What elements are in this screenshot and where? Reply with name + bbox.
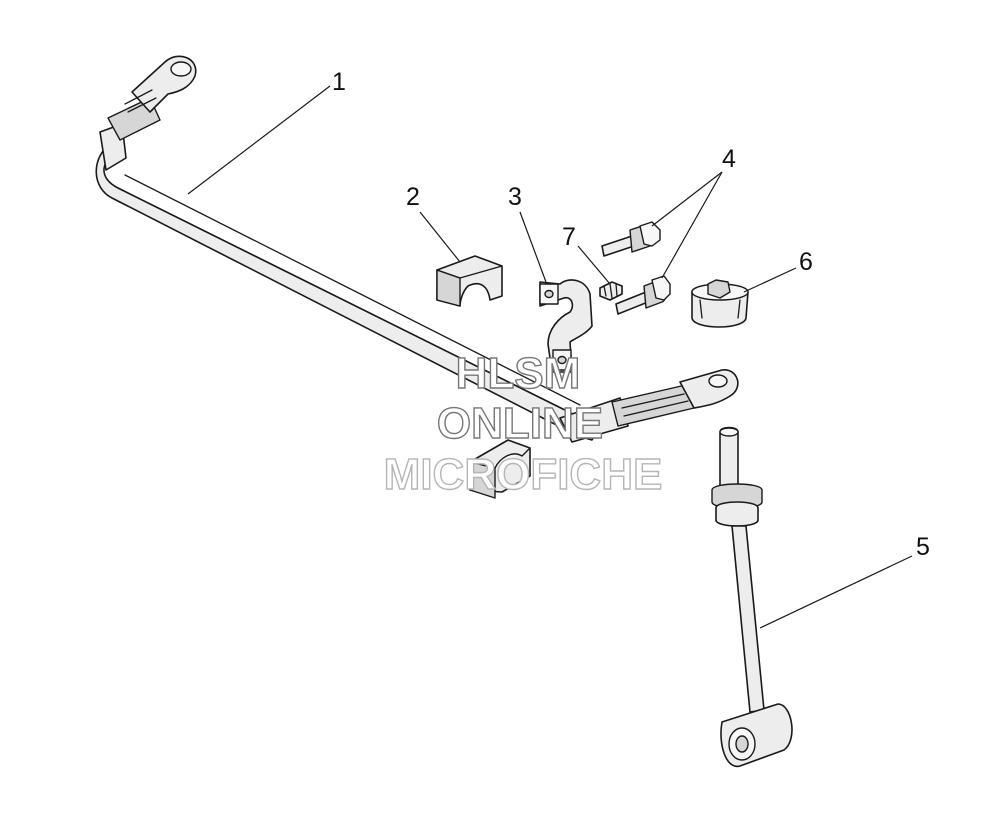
bushing-lower <box>469 439 531 499</box>
callout-labels: 1 2 3 4 5 6 7 <box>332 68 930 561</box>
stabilizer-bar <box>95 55 739 443</box>
callout-1: 1 <box>332 68 346 96</box>
leader-7 <box>577 245 611 285</box>
leader-3 <box>519 211 547 283</box>
callout-3: 3 <box>508 183 522 211</box>
link-nut <box>691 279 749 328</box>
bolt-lower <box>615 275 671 315</box>
stabilizer-link <box>711 426 793 768</box>
bushing-upper <box>436 255 503 307</box>
callout-2: 2 <box>406 183 420 211</box>
leader-1 <box>187 85 331 195</box>
watermark: HLSM ONLINE MICROFICHE <box>383 348 663 499</box>
leader-6 <box>743 267 797 293</box>
leader-4a <box>651 171 723 227</box>
leader-lines <box>187 85 913 629</box>
callout-4: 4 <box>722 145 736 173</box>
watermark-line-2: ONLINE <box>437 399 603 448</box>
leader-2 <box>419 211 461 263</box>
callout-7: 7 <box>562 223 576 251</box>
watermark-line-3: MICROFICHE <box>384 450 663 499</box>
bolt-upper <box>601 221 661 257</box>
callout-6: 6 <box>799 248 813 276</box>
leader-4b <box>661 171 723 279</box>
nut <box>599 281 623 301</box>
bushing-bracket <box>539 279 593 373</box>
callout-5: 5 <box>916 533 930 561</box>
watermark-line-1: HLSM <box>456 349 581 398</box>
leader-5 <box>759 555 913 629</box>
